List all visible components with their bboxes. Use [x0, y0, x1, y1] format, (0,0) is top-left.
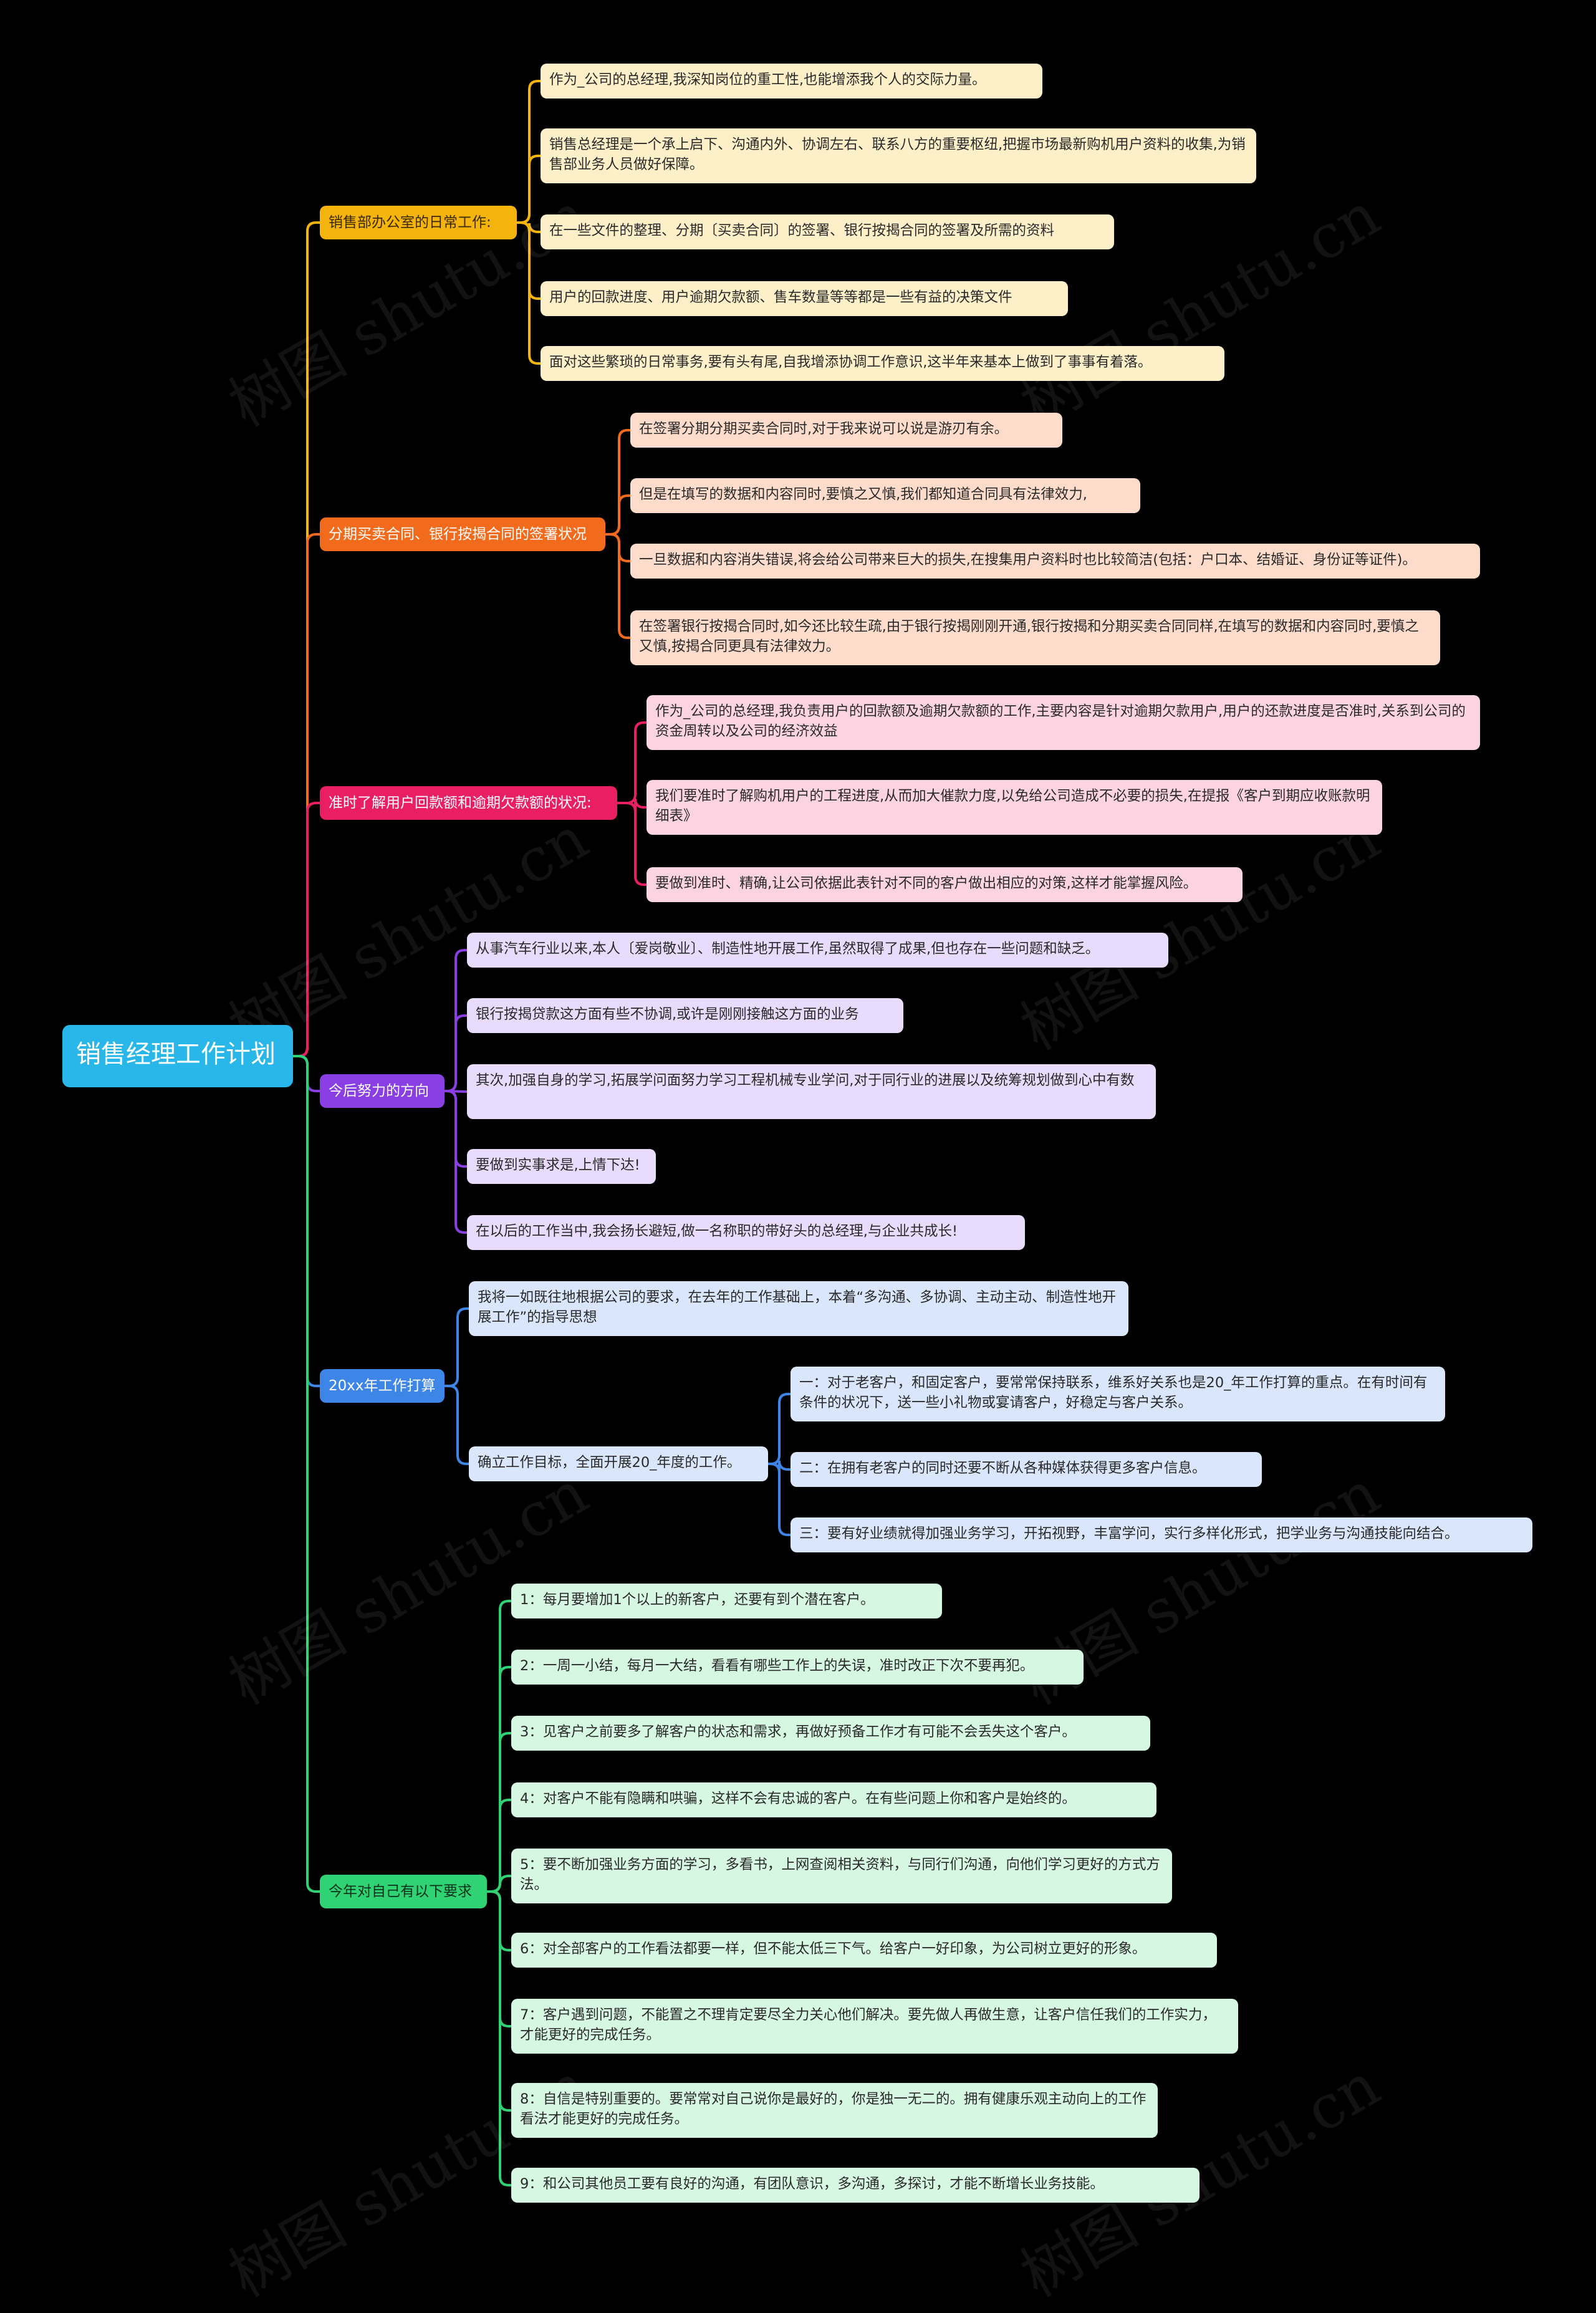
- leaf-node[interactable]: 1：每月要增加1个以上的新客户，还要有到个潜在客户。: [511, 1584, 942, 1618]
- leaf-node[interactable]: 一旦数据和内容消失错误,将会给公司带来巨大的损失,在搜集用户资料时也比较简洁(包…: [630, 544, 1480, 579]
- branch-leaf-connector: [443, 1014, 468, 1092]
- leaf-node[interactable]: 作为_公司的总经理,我负责用户的回款额及逾期欠款额的工作,主要内容是针对逾期欠款…: [647, 695, 1480, 750]
- branch-leaf-connector: [443, 1307, 470, 1387]
- branch-node[interactable]: 今后努力的方向: [320, 1074, 445, 1108]
- leaf-node[interactable]: 在以后的工作当中,我会扬长避短,做一名称职的带好头的总经理,与企业共成长!: [467, 1215, 1025, 1250]
- leaf-node[interactable]: 在一些文件的整理、分期〔买卖合同〕的签署、银行按揭合同的签署及所需的资料: [541, 214, 1114, 249]
- leaf-subleaf-connector: [767, 1393, 792, 1465]
- branch-leaf-connector: [486, 1890, 512, 2186]
- branch-leaf-connector: [516, 155, 542, 224]
- leaf-node[interactable]: 销售总经理是一个承上启下、沟通内外、协调左右、联系八方的重要枢纽,把握市场最新购…: [541, 128, 1256, 183]
- leaf-node[interactable]: 面对这些繁琐的日常事务,要有头有尾,自我增添协调工作意识,这半年来基本上做到了事…: [541, 346, 1224, 381]
- leaf-node[interactable]: 作为_公司的总经理,我深知岗位的重工性,也能增添我个人的交际力量。: [541, 64, 1042, 99]
- branch-leaf-connector: [443, 1090, 468, 1234]
- branch-node[interactable]: 20xx年工作打算: [320, 1369, 445, 1403]
- branch-leaf-connector: [443, 1385, 470, 1465]
- leaf-node[interactable]: 要做到准时、精确,让公司依据此表针对不同的客户做出相应的对策,这样才能掌握风险。: [647, 867, 1243, 902]
- leaf-node[interactable]: 7：客户遇到问题，不能置之不理肯定要尽全力关心他们解决。要先做人再做生意，让客户…: [511, 1999, 1238, 2054]
- leaf-node[interactable]: 但是在填写的数据和内容同时,要慎之又慎,我们都知道合同具有法律效力,: [630, 478, 1140, 513]
- leaf-node[interactable]: 确立工作目标，全面开展20_年度的工作。: [469, 1446, 768, 1481]
- leaf-node[interactable]: 用户的回款进度、用户逾期欠款额、售车数量等等都是一些有益的决策文件: [541, 281, 1068, 316]
- leaf-node[interactable]: 3：见客户之前要多了解客户的状态和需求，再做好预备工作才有可能不会丢失这个客户。: [511, 1716, 1150, 1751]
- leaf-subleaf-connector: [767, 1463, 792, 1536]
- leaf-node[interactable]: 在签署分期分期买卖合同时,对于我来说可以说是游刃有余。: [630, 413, 1062, 448]
- root-branch-connector: [292, 802, 321, 1057]
- leaf-node[interactable]: 9：和公司其他员工要有良好的沟通，有团队意识，多沟通，多探讨，才能不断增长业务技…: [511, 2168, 1199, 2203]
- sub-leaf-node[interactable]: 一：对于老客户，和固定客户，要常常保持联系，维系好关系也是20_年工作打算的重点…: [791, 1367, 1445, 1421]
- branch-leaf-connector: [604, 533, 632, 639]
- root-node[interactable]: 销售经理工作计划: [62, 1025, 293, 1087]
- branch-leaf-connector: [616, 802, 648, 886]
- leaf-node[interactable]: 2：一周一小结，每月一大结，看看有哪些工作上的失误，准时改正下次不要再犯。: [511, 1650, 1084, 1685]
- root-branch-connector: [292, 1055, 321, 1893]
- branch-node[interactable]: 分期买卖合同、银行按揭合同的签署状况: [320, 517, 605, 551]
- leaf-node[interactable]: 我们要准时了解购机用户的工程进度,从而加大催款力度,以免给公司造成不必要的损失,…: [647, 780, 1382, 835]
- leaf-node[interactable]: 8：自信是特别重要的。要常常对自己说你是最好的，你是独一无二的。拥有健康乐观主动…: [511, 2083, 1158, 2138]
- branch-leaf-connector: [486, 1799, 512, 1893]
- sub-leaf-node[interactable]: 三：要有好业绩就得加强业务学习，开拓视野，丰富学问，实行多样化形式，把学业务与沟…: [791, 1517, 1532, 1552]
- branch-leaf-connector: [516, 221, 542, 365]
- branch-node[interactable]: 准时了解用户回款额和逾期欠款额的状况:: [320, 786, 617, 820]
- sub-leaf-node[interactable]: 二：在拥有老客户的同时还要不断从各种媒体获得更多客户信息。: [791, 1452, 1262, 1487]
- leaf-node[interactable]: 4：对客户不能有隐瞒和哄骗，这样不会有忠诚的客户。在有些问题上你和客户是始终的。: [511, 1782, 1156, 1817]
- leaf-node[interactable]: 银行按揭贷款这方面有些不协调,或许是刚刚接触这方面的业务: [467, 998, 903, 1033]
- leaf-node[interactable]: 6：对全部客户的工作看法都要一样，但不能太低三下气。给客户一好印象，为公司树立更…: [511, 1933, 1217, 1968]
- branch-node[interactable]: 今年对自己有以下要求: [320, 1875, 487, 1908]
- leaf-node[interactable]: 在签署银行按揭合同时,如今还比较生疏,由于银行按揭刚刚开通,银行按揭和分期买卖合…: [630, 610, 1440, 665]
- leaf-node[interactable]: 要做到实事求是,上情下达!: [467, 1149, 656, 1184]
- leaf-node[interactable]: 从事汽车行业以来,本人〔爱岗敬业〕、制造性地开展工作,虽然取得了成果,但也存在一…: [467, 933, 1168, 968]
- leaf-node[interactable]: 我将一如既往地根据公司的要求，在去年的工作基础上，本着“多沟通、多协调、主动主动…: [469, 1281, 1128, 1336]
- leaf-node[interactable]: 其次,加强自身的学习,拓展学问面努力学习工程机械专业学问,对于同行业的进展以及统…: [467, 1064, 1156, 1119]
- branch-leaf-connector: [616, 721, 648, 804]
- branch-node[interactable]: 销售部办公室的日常工作:: [320, 206, 517, 239]
- leaf-node[interactable]: 5：要不断加强业务方面的学习，多看书，上网查阅相关资料，与同行们沟通，向他们学习…: [511, 1849, 1172, 1903]
